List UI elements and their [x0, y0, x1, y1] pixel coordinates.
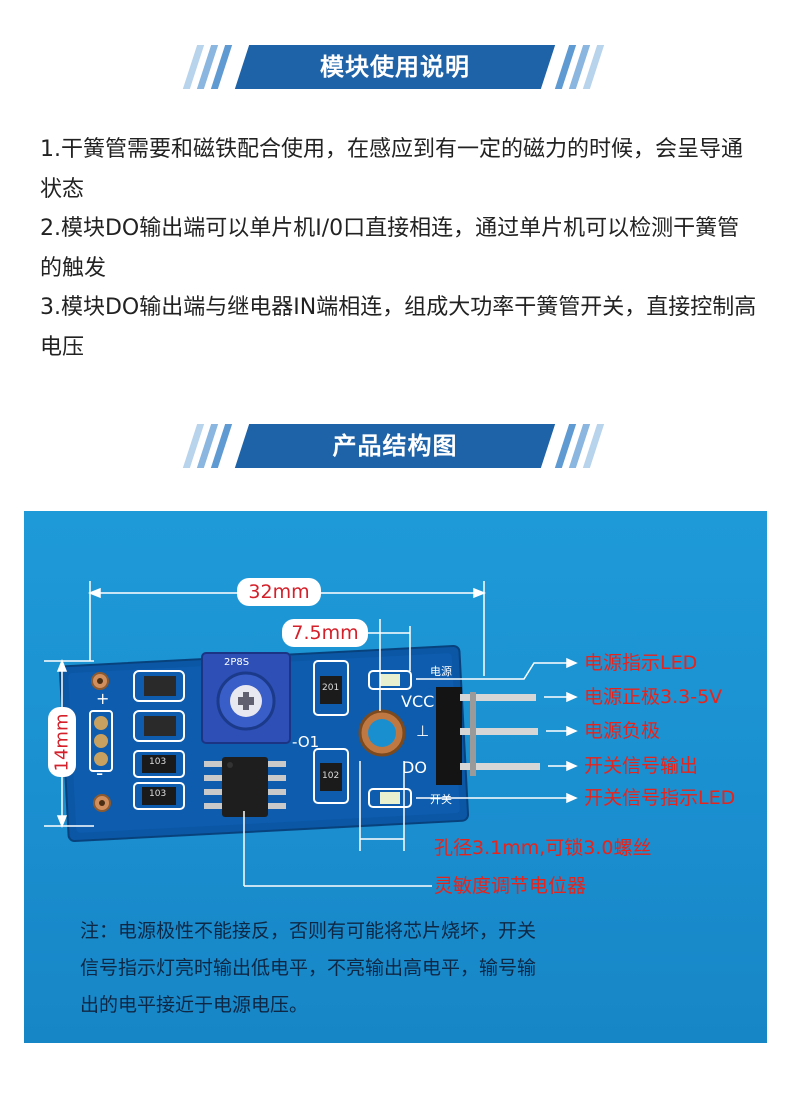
- section-header-structure: 产品结构图: [0, 424, 790, 468]
- silk-r1: 103: [149, 757, 167, 767]
- callout-power-led: 电源指示LED: [584, 652, 698, 674]
- pin-header: [436, 687, 462, 785]
- comparator-ic: [204, 757, 286, 817]
- silk-do: DO: [402, 758, 427, 777]
- dimension-width-label: 32mm: [237, 578, 321, 606]
- section-title: 模块使用说明: [320, 53, 470, 81]
- silk-o1: -O1: [292, 733, 320, 751]
- silk-gnd: ⊥: [416, 722, 430, 740]
- note-line: 出的电平接近于电源电压。: [80, 994, 309, 1016]
- callout-signal-led: 开关信号指示LED: [584, 787, 736, 809]
- callout-vcc: 电源正极3.3-5V: [584, 686, 723, 708]
- polarity-note: 注：电源极性不能接反，否则有可能将芯片烧坏，开关 信号指示灯亮时输出低电平，不亮…: [80, 913, 680, 1024]
- silk-power: 电源: [430, 665, 452, 678]
- callout-leaders: [416, 657, 578, 804]
- callout-signal-out: 开关信号输出: [584, 755, 699, 777]
- callout-hole-size: 孔径3.1mm,可锁3.0螺丝: [434, 837, 652, 859]
- instruction-item: 3.模块DO输出端与继电器IN端相连，组成大功率干簧管开关，直接控制高电压: [40, 295, 757, 360]
- section-header-usage: 模块使用说明: [0, 45, 790, 89]
- dimension-hole-offset-label: 7.5mm: [282, 619, 368, 647]
- module-illustration: [44, 581, 578, 887]
- signal-led-icon: [380, 792, 400, 804]
- silk-vcc: VCC: [401, 692, 435, 711]
- silk-switch: 开关: [430, 793, 452, 806]
- instruction-item: 2.模块DO输出端可以单片机I/0口直接相连，通过单片机可以检测干簧管的触发: [40, 216, 740, 281]
- callout-potentiometer: 灵敏度调节电位器: [434, 875, 587, 897]
- silk-plus: +: [96, 689, 110, 708]
- callout-gnd: 电源负极: [584, 720, 661, 742]
- note-line: 信号指示灯亮时输出低电平，不亮输出高电平，输号输: [80, 957, 537, 979]
- section-title: 产品结构图: [332, 432, 458, 460]
- silk-r3: 103: [149, 789, 167, 799]
- silk-pot-code: 2P8S: [224, 657, 250, 668]
- silk-minus: -: [96, 761, 104, 785]
- potentiometer: [201, 652, 291, 744]
- dimension-height-label: 14mm: [48, 707, 76, 777]
- instruction-item: 1.干簧管需要和磁铁配合使用，在感应到有一定的磁力的时候，会呈导通状态: [40, 137, 743, 202]
- product-structure-photo: + - VCC ⊥ DO 电源 开关 -O1 2P8S 103 103 201 …: [24, 511, 767, 1043]
- note-line: 注：电源极性不能接反，否则有可能将芯片烧坏，开关: [80, 920, 537, 942]
- power-led-icon: [380, 674, 400, 686]
- silk-r4: 201: [322, 683, 340, 693]
- usage-instructions: 1.干簧管需要和磁铁配合使用，在感应到有一定的磁力的时候，会呈导通状态 2.模块…: [40, 130, 760, 367]
- silk-r2: 102: [322, 771, 340, 781]
